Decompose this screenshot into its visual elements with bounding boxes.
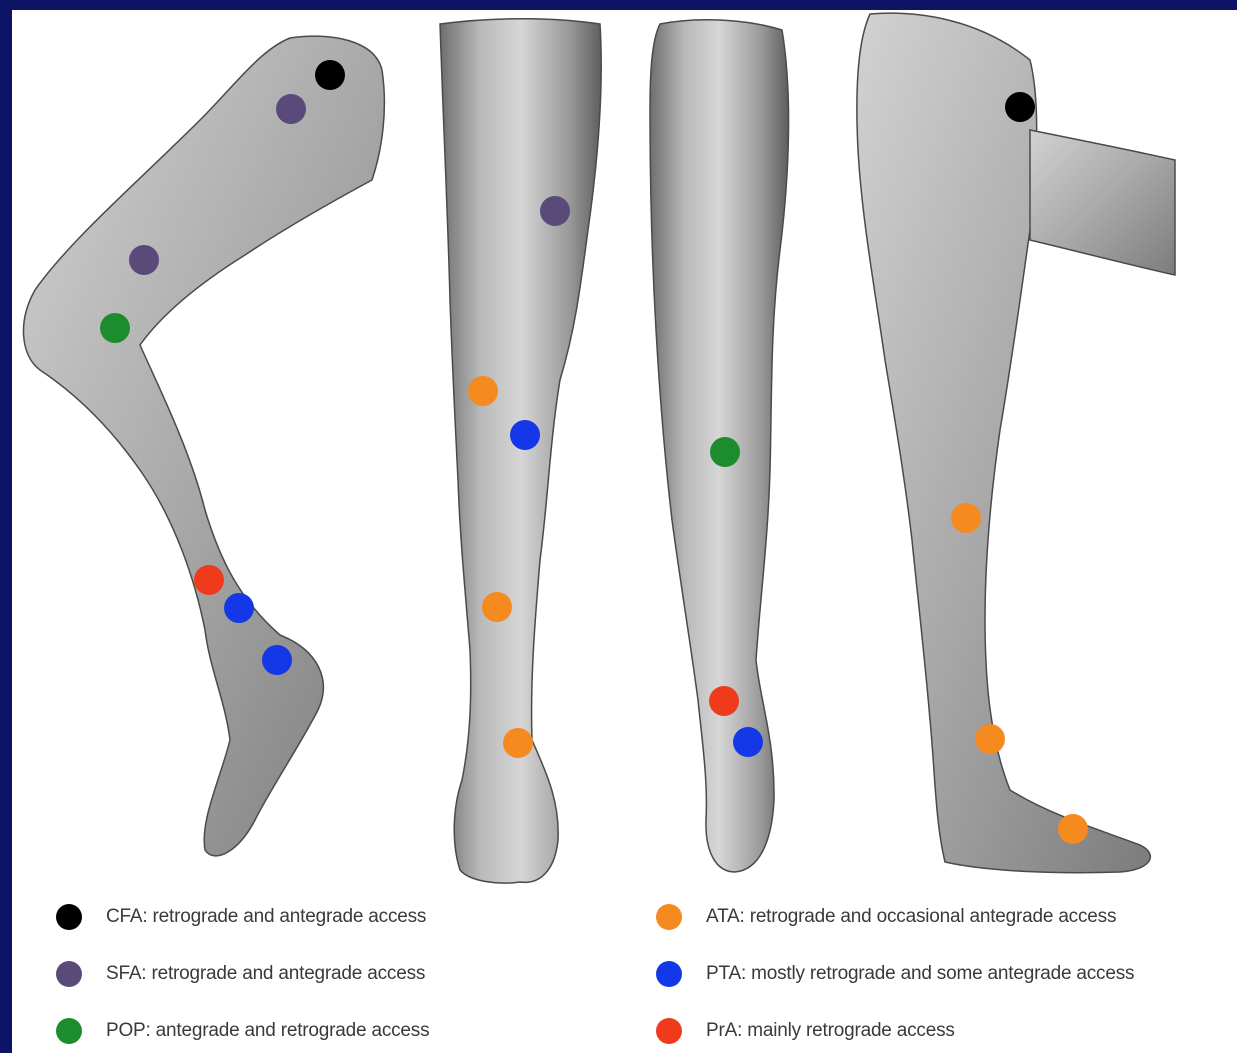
legend-dot (656, 904, 682, 930)
legend-item-pop: POP: antegrade and retrograde access (56, 1011, 429, 1051)
marker-cfa (315, 60, 345, 90)
marker-sfa (276, 94, 306, 124)
marker-pta (733, 727, 763, 757)
legend-item-cfa: CFA: retrograde and antegrade access (56, 897, 426, 937)
legend-item-sfa: SFA: retrograde and antegrade access (56, 954, 425, 994)
marker-pta (262, 645, 292, 675)
marker-pop (710, 437, 740, 467)
marker-ata (975, 724, 1005, 754)
marker-pra (194, 565, 224, 595)
leg-side-bent (24, 36, 385, 856)
legend-dot (56, 961, 82, 987)
legend-label: ATA: retrograde and occasional antegrade… (706, 906, 1116, 928)
legend-item-ata: ATA: retrograde and occasional antegrade… (656, 897, 1116, 937)
legend-item-pta: PTA: mostly retrograde and some antegrad… (656, 954, 1134, 994)
legend-dot (656, 1018, 682, 1044)
opposite-thigh (1030, 130, 1175, 275)
marker-ata (482, 592, 512, 622)
marker-ata (951, 503, 981, 533)
marker-sfa (129, 245, 159, 275)
legend-label: PTA: mostly retrograde and some antegrad… (706, 963, 1134, 985)
legend-label: PrA: mainly retrograde access (706, 1020, 955, 1042)
marker-pta (224, 593, 254, 623)
marker-pta (510, 420, 540, 450)
legend-item-pra: PrA: mainly retrograde access (656, 1011, 955, 1051)
marker-ata (503, 728, 533, 758)
marker-pop (100, 313, 130, 343)
marker-ata (468, 376, 498, 406)
legend-dot (56, 904, 82, 930)
legend-dot (656, 961, 682, 987)
legend-label: POP: antegrade and retrograde access (106, 1020, 429, 1042)
legend-dot (56, 1018, 82, 1044)
legend-label: CFA: retrograde and antegrade access (106, 906, 426, 928)
marker-ata (1058, 814, 1088, 844)
marker-pra (709, 686, 739, 716)
marker-sfa (540, 196, 570, 226)
marker-cfa (1005, 92, 1035, 122)
legend-label: SFA: retrograde and antegrade access (106, 963, 425, 985)
